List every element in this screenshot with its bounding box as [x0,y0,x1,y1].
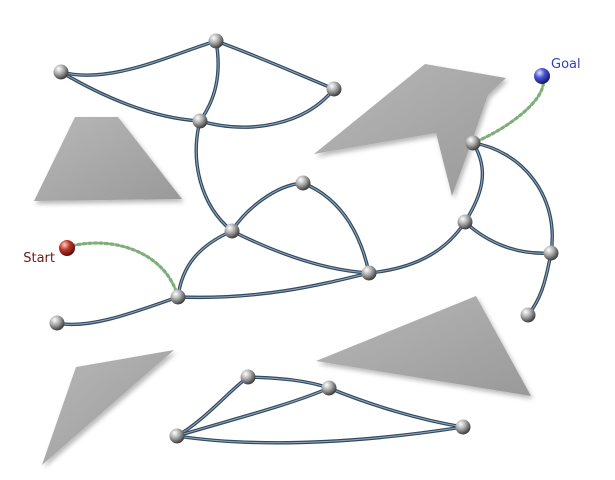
roadmap-edge-4 [198,39,220,123]
roadmap-edge-6 [194,119,234,233]
roadmap-edge-highlight-20 [176,387,330,437]
roadmap-node-17 [455,419,471,435]
roadmap-node-10 [465,135,481,151]
roadmap-node-16 [169,428,185,444]
roadmap-edge-11 [176,271,371,300]
roadmap-node-6 [224,223,240,239]
obstacle-concave-polygon [314,64,506,196]
roadmap-node-1 [53,64,69,80]
roadmap-edge-9 [230,229,371,275]
roadmap-edge-highlight-16 [464,221,552,254]
roadmap-edge-12 [55,295,180,327]
roadmap-edge-14 [463,141,485,224]
roadmap-edge-highlight-4 [199,40,219,122]
obstacle-triangle-left [42,350,174,465]
roadmap-edge-1 [59,39,218,77]
roadmap-edge-highlight-9 [231,230,370,274]
roadmap-edge-21 [327,386,465,429]
roadmap-edge-highlight-11 [177,272,370,298]
roadmap-edge-13 [367,220,467,275]
roadmap-edge-17 [526,251,553,317]
roadmap-edge-highlight-8 [302,182,370,274]
roadmap-node-12 [543,245,559,261]
roadmap-node-2 [208,33,224,49]
goal-connector [471,76,545,145]
roadmap-edges [55,39,554,445]
roadmap-edge-highlight-13 [368,221,466,274]
roadmap-node-13 [520,307,536,323]
roadmap-node-14 [240,369,256,385]
roadmap-edge-highlight-10 [177,230,233,298]
obstacle-trapezoid [34,117,182,201]
roadmap-node-8 [170,289,186,305]
roadmap-edge-10 [176,229,234,299]
roadmap-edge-highlight-5 [199,88,335,128]
start-connector [65,241,180,299]
roadmap-edge-19 [246,375,331,390]
roadmap-edge-highlight-14 [464,142,483,223]
roadmap-edge-highlight-3 [215,40,335,90]
obstacles [34,64,531,465]
roadmap-node-4 [192,113,208,129]
roadmap-edge-highlight-21 [328,387,464,428]
goal-node [534,68,550,84]
roadmap-node-3 [326,81,342,97]
roadmap-edge-highlight-6 [195,120,233,232]
start-node [59,240,75,256]
obstacle-triangle-right [316,296,531,396]
roadmap-edge-8 [301,181,371,275]
roadmap-edge-2 [59,70,202,123]
connectors [65,76,545,299]
roadmap-node-5 [295,175,311,191]
goal-label: Goal [551,57,581,72]
roadmap-nodes [49,33,559,444]
roadmap-edge-highlight-7 [231,182,304,232]
roadmap-node-15 [321,380,337,396]
roadmap-edge-highlight-15 [472,142,553,254]
roadmap-edge-highlight-19 [247,376,330,389]
roadmap-edge-16 [463,220,553,255]
start-label: Start [23,251,55,266]
roadmap-edge-highlight-2 [60,71,201,122]
terminals: Start Goal [23,57,580,266]
roadmap-edge-highlight-12 [56,296,179,325]
roadmap-edge-highlight-1 [60,40,217,76]
roadmap-edge-highlight-22 [176,426,464,444]
roadmap-edge-7 [230,181,305,233]
roadmap-node-9 [49,315,65,331]
roadmap-node-11 [457,214,473,230]
roadmap-node-7 [361,265,377,281]
